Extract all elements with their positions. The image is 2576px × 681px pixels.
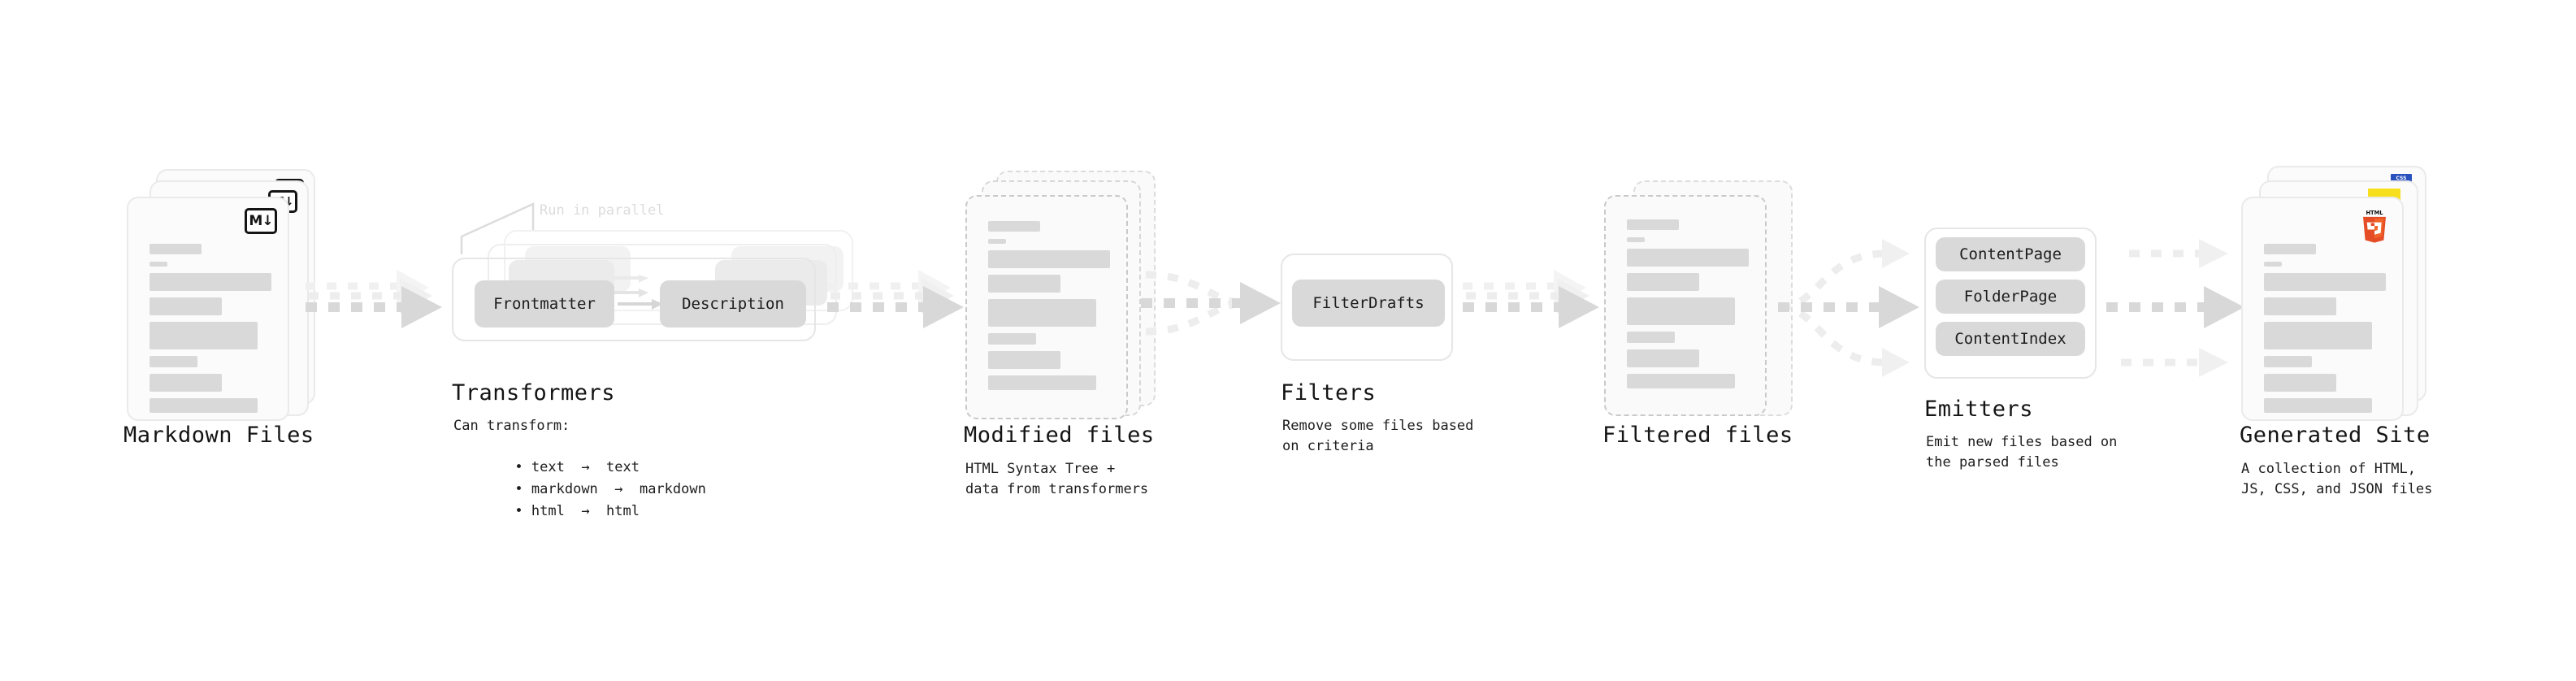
html5-icon: HTML: [2363, 210, 2386, 243]
skeleton-bar: [150, 273, 271, 291]
chip-contentpage[interactable]: ContentPage: [1936, 237, 2085, 271]
stage-title-generated-site: Generated Site: [2240, 423, 2431, 448]
skeleton-bar: [1627, 349, 1699, 367]
skeleton-bar: [2264, 322, 2372, 349]
skeleton-bar: [988, 333, 1036, 345]
run-in-parallel-label: Run in parallel: [540, 202, 665, 219]
emitters-caption: Emit new files based on the parsed files: [1926, 434, 2118, 471]
arrow-filtered-to-emitters: [1778, 239, 1919, 377]
skeleton-bar: [988, 275, 1060, 293]
svg-text:HTML: HTML: [2366, 210, 2383, 216]
chip-folderpage[interactable]: FolderPage: [1936, 280, 2085, 314]
skeleton-bar: [1627, 237, 1645, 242]
bullet-dot: •: [514, 459, 531, 475]
transformer-group-front: [452, 258, 816, 341]
transformers-bullet-1: • markdown → markdown: [465, 459, 706, 520]
bullet-dot: •: [514, 481, 531, 497]
site-file-card-front: HTML: [2241, 197, 2404, 421]
bullet-text: html → html: [531, 503, 640, 519]
skeleton-bar: [988, 221, 1040, 232]
transformers-bullet-0: • text → text: [465, 437, 640, 498]
stage-title-modified-files: Modified files: [964, 423, 1155, 448]
skeleton-bar: [2264, 262, 2282, 267]
skeleton-bar: [2264, 398, 2372, 413]
skeleton-bar: [2264, 244, 2316, 254]
skeleton-bar: [150, 297, 222, 315]
filters-group: [1281, 254, 1453, 361]
skeleton-bar: [988, 299, 1096, 327]
markdown-badge-icon: M↓: [245, 208, 277, 234]
generated-site-caption: A collection of HTML, JS, CSS, and JSON …: [2241, 461, 2433, 497]
skeleton-bar: [150, 262, 167, 267]
stage-title-markdown-files: Markdown Files: [124, 423, 314, 448]
skeleton-bar: [1627, 219, 1679, 230]
arrow-emitters-to-site: [2106, 239, 2244, 377]
transformer-inner-arrow: [618, 299, 663, 310]
css-badge-icon: CSS: [2391, 174, 2412, 182]
stage-title-filtered-files: Filtered files: [1602, 423, 1793, 448]
chip-filterdrafts[interactable]: FilterDrafts: [1292, 280, 1445, 327]
bullet-text: markdown → markdown: [531, 481, 706, 497]
arrow-transformers-to-modified: [827, 270, 964, 328]
chip-contentindex[interactable]: ContentIndex: [1936, 322, 2085, 356]
arrow-markdown-to-transformers: [306, 270, 442, 328]
skeleton-bar: [150, 322, 258, 349]
stage-title-filters: Filters: [1281, 380, 1377, 406]
skeleton-bar: [1627, 332, 1675, 343]
skeleton-bar: [150, 398, 258, 413]
skeleton-bar: [2264, 356, 2312, 367]
skeleton-bar: [1627, 249, 1749, 267]
skeleton-bar: [988, 351, 1060, 369]
transformer-inner-arrows-faded: [614, 275, 648, 297]
skeleton-bar: [1627, 297, 1735, 325]
filtered-file-card-front: [1604, 195, 1767, 416]
chip-frontmatter[interactable]: Frontmatter: [475, 280, 614, 327]
stage-title-emitters: Emitters: [1924, 397, 2034, 422]
transformers-bullet-2: • html → html: [465, 481, 640, 542]
skeleton-bar: [988, 250, 1110, 268]
skeleton-bar: [2264, 273, 2386, 291]
skeleton-bar: [2264, 297, 2336, 315]
markdown-file-card-front: M↓: [127, 197, 289, 421]
modified-file-card-front: [965, 195, 1128, 419]
skeleton-bar: [1627, 374, 1735, 388]
skeleton-bar: [150, 244, 202, 254]
bullet-dot: •: [514, 503, 531, 519]
arrow-filters-to-filtered: [1463, 270, 1599, 328]
filters-caption: Remove some files based on criteria: [1282, 418, 1474, 454]
skeleton-bar: [150, 374, 222, 392]
transformers-caption: Can transform:: [453, 418, 570, 434]
skeleton-bar: [2264, 374, 2336, 392]
stage-title-transformers: Transformers: [452, 380, 616, 406]
skeleton-bar: [988, 375, 1096, 390]
modified-files-caption: HTML Syntax Tree + data from transformer…: [965, 461, 1149, 497]
skeleton-bar: [150, 356, 197, 367]
bullet-text: text → text: [531, 459, 640, 475]
emitters-group: [1924, 228, 2097, 379]
chip-description[interactable]: Description: [660, 280, 806, 327]
skeleton-bar: [1627, 273, 1699, 291]
arrow-modified-to-filters: [1141, 271, 1281, 336]
run-in-parallel-bracket: [460, 202, 535, 254]
skeleton-bar: [988, 239, 1006, 244]
